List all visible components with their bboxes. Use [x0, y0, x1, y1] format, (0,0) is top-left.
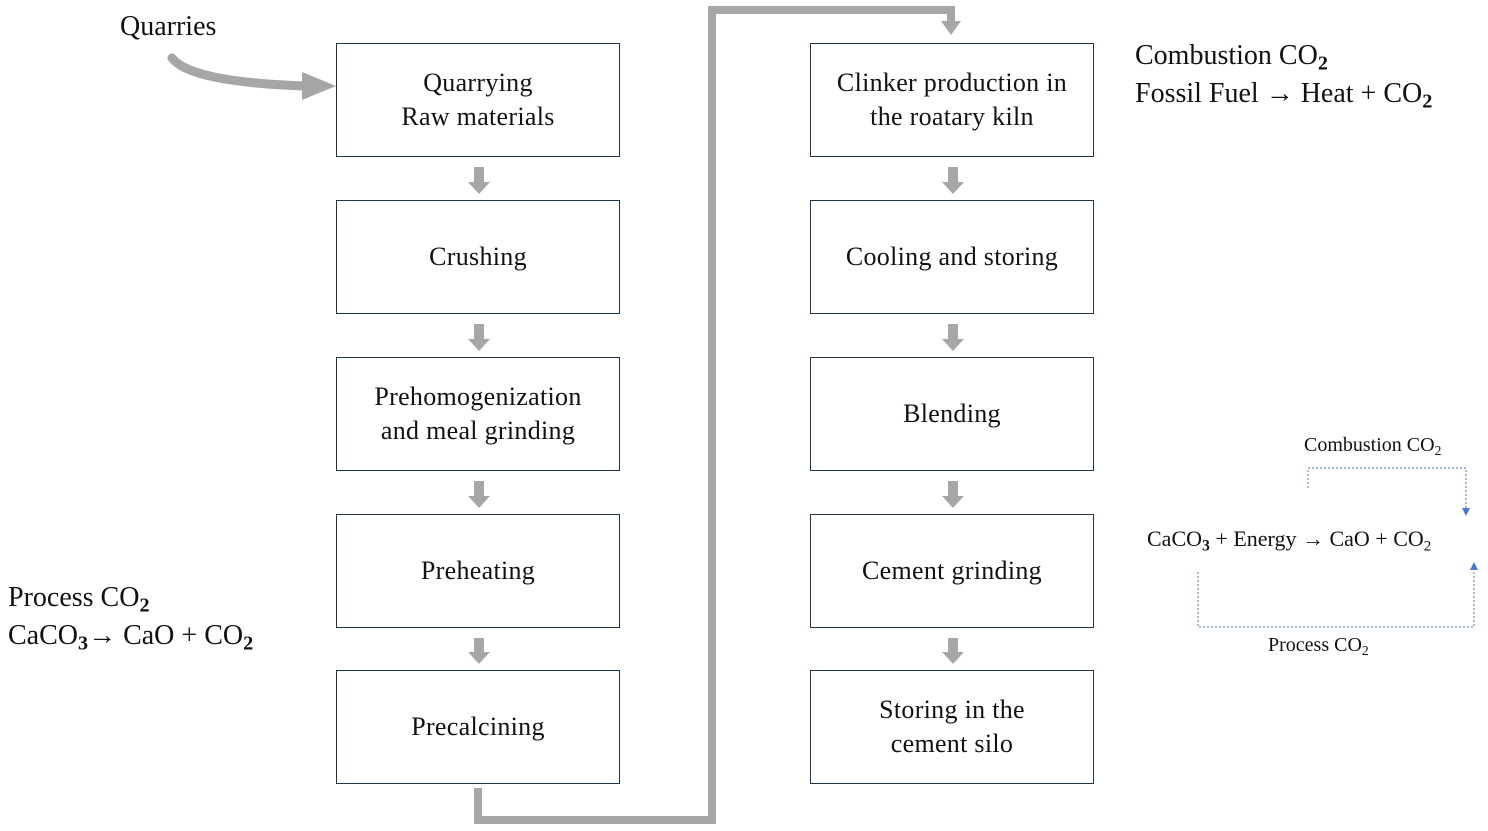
down-arrow-icon — [468, 496, 490, 508]
down-arrow-icon — [942, 496, 964, 508]
process-step-box: Cement grinding — [810, 514, 1094, 628]
process-step-label: Cement grinding — [862, 556, 1042, 585]
inset-process-label: Process CO2 — [1268, 634, 1369, 659]
process-step-text: Blending — [903, 397, 1001, 431]
process-step-label: Cooling and storing — [845, 242, 1059, 271]
process-step-label: Raw materials — [401, 102, 555, 131]
down-arrow-shaft — [948, 481, 958, 496]
down-arrow-shaft — [948, 638, 958, 652]
down-arrow-shaft — [474, 638, 484, 652]
down-arrow-shaft — [948, 167, 958, 182]
process-step-box: Crushing — [336, 200, 620, 314]
process-step-box: Preheating — [336, 514, 620, 628]
process-step-text: Preheating — [421, 554, 535, 588]
down-arrow-shaft — [474, 167, 484, 182]
inset-combustion-arrow-line — [1307, 467, 1467, 508]
process-step-label: Clinker production in — [836, 68, 1068, 97]
combustion-co2-title: Combustion CO2 — [1135, 40, 1328, 75]
down-arrow-shaft — [474, 324, 484, 339]
process-step-box: Cooling and storing — [810, 200, 1094, 314]
down-arrow-icon — [942, 652, 964, 664]
down-arrow-shaft — [948, 324, 958, 339]
quarries-curved-arrow — [167, 53, 310, 91]
inset-process-arrow-line — [1197, 570, 1475, 628]
down-arrow-icon — [942, 339, 964, 351]
process-step-label: Quarrying — [423, 68, 533, 97]
process-step-text: Prehomogenization and meal grinding — [374, 380, 581, 448]
process-step-text: Precalcining — [411, 710, 545, 744]
process-step-label: Prehomogenization — [374, 382, 582, 411]
process-step-text: Cooling and storing — [846, 240, 1058, 274]
process-step-box: Clinker production in the roatary kiln — [810, 43, 1094, 157]
inset-process-arrowhead-icon — [1470, 562, 1478, 570]
down-arrow-icon — [468, 652, 490, 664]
combustion-co2-equation: Fossil Fuel → Heat + CO2 — [1135, 78, 1433, 113]
process-step-label: Preheating — [420, 556, 536, 585]
quarries-arrowhead-icon — [302, 72, 336, 100]
right-column-arrows — [942, 167, 964, 664]
down-arrow-icon — [942, 182, 964, 194]
process-step-text: Storing in the cement silo — [879, 693, 1025, 761]
column-link-connector — [474, 6, 955, 824]
down-arrow-shaft — [474, 481, 484, 496]
process-step-box: Prehomogenization and meal grinding — [336, 357, 620, 471]
process-step-text: Cement grinding — [862, 554, 1042, 588]
column-link-arrowhead-icon — [941, 21, 961, 35]
inset-combustion-label: Combustion CO2 — [1304, 434, 1442, 459]
process-step-label: Storing in the — [879, 695, 1025, 724]
quarries-label: Quarries — [120, 11, 217, 42]
process-step-label: Blending — [903, 399, 1001, 428]
inset-combustion-arrowhead-icon — [1462, 508, 1470, 516]
process-step-box: Precalcining — [336, 670, 620, 784]
process-co2-equation: CaCO3→ CaO + CO2 — [8, 620, 254, 655]
process-step-text: Clinker production in the roatary kiln — [837, 66, 1067, 134]
process-step-label: and meal grinding — [380, 416, 576, 445]
process-step-box: Storing in the cement silo — [810, 670, 1094, 784]
process-step-text: Crushing — [429, 240, 527, 274]
process-step-box: Blending — [810, 357, 1094, 471]
inset-equation: CaCO3 + Energy → CaO + CO2 — [1147, 526, 1432, 555]
process-step-label: Precalcining — [411, 712, 545, 741]
process-co2-title: Process CO2 — [8, 582, 150, 617]
down-arrow-icon — [468, 339, 490, 351]
process-step-label: Crushing — [429, 242, 527, 271]
process-step-label: the roatary kiln — [870, 102, 1034, 131]
left-column-arrows — [468, 167, 490, 664]
down-arrow-icon — [468, 182, 490, 194]
process-step-label: cement silo — [890, 729, 1014, 758]
